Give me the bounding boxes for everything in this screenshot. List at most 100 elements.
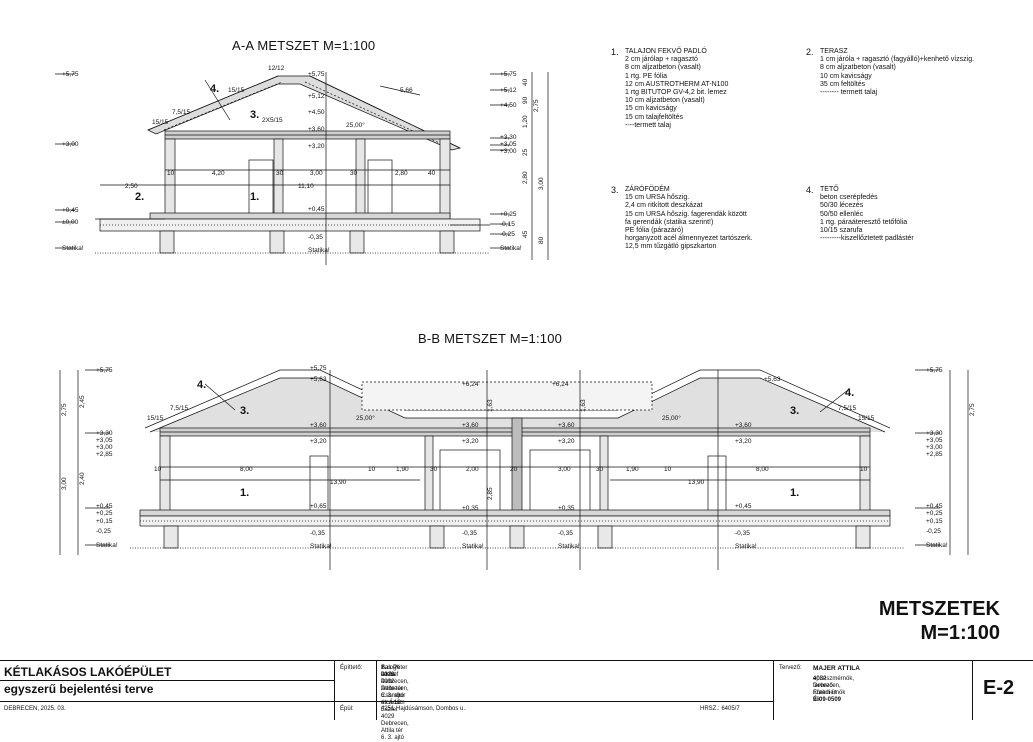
bb-dim-5: 30 bbox=[430, 466, 438, 473]
hrsz: HRSZ.: 6405/7 bbox=[700, 706, 740, 712]
aa-dim-3: 30 bbox=[276, 170, 284, 177]
bb-dim-9: 30 bbox=[596, 466, 604, 473]
note-3-line: fa gerendák (statika szerint!) bbox=[625, 218, 714, 226]
bb-level-mid-11: +3,20 bbox=[558, 438, 575, 445]
section-bb-drawing: +5,75 +3,30 +3,05 +3,00 +2,85 +0,45 +0,2… bbox=[59, 365, 976, 570]
bb-dim-4: 1,90 bbox=[396, 466, 409, 473]
aa-dim-5: 30 bbox=[350, 170, 358, 177]
aa-tag-3: 3. bbox=[250, 109, 259, 121]
bb-tag-1-left: 1. bbox=[240, 487, 249, 499]
aa-level-left-3: +0,45 bbox=[62, 207, 79, 214]
aa-tag-2: 2. bbox=[135, 191, 144, 203]
bb-level-left-4: +3,00 bbox=[96, 444, 113, 451]
bb-dim-19: 15/15 bbox=[858, 415, 875, 422]
note-1-line: 1 rtg BITUTOP GV-4,2 bit. lemez bbox=[625, 89, 727, 97]
note-2-line: TERASZ bbox=[820, 48, 848, 55]
builder-line: Balogh József 4002 Debrecen, Csombor utc… bbox=[381, 665, 409, 706]
aa-dim-4: 3,00 bbox=[310, 170, 323, 177]
site-label: Épül: bbox=[340, 706, 354, 712]
aa-dim-1: 10 bbox=[167, 170, 175, 177]
aa-dim-8: 11,10 bbox=[298, 183, 314, 190]
aa-dim-11: 15/15 bbox=[228, 87, 245, 94]
aa-level-right-4: +3,30 bbox=[500, 134, 517, 141]
aa-level-right-9: -0,25 bbox=[500, 231, 515, 238]
bb-level-left-7: +0,25 bbox=[96, 510, 113, 517]
bb-tag-3-right: 3. bbox=[790, 405, 799, 417]
aa-vdim-6: 40 bbox=[522, 78, 529, 86]
bb-vdim-1: 2,75 bbox=[61, 403, 68, 416]
aa-level-mid-3: +4,50 bbox=[308, 109, 325, 116]
builder-line: 1. lakás: bbox=[381, 665, 397, 678]
tb-divider-3 bbox=[773, 660, 774, 720]
bb-level-mid-17: +0,45 bbox=[735, 503, 752, 510]
note-3-line: PE fólia (párazáró) bbox=[625, 227, 684, 235]
bb-vdim-2: 2,45 bbox=[79, 395, 86, 408]
bb-dim-16: 7,5/15 bbox=[170, 405, 188, 412]
note-4-line: ---------kiszellőztetett padlástér bbox=[820, 235, 914, 243]
bb-level-mid-15: +0,35 bbox=[462, 505, 479, 512]
aa-level-left-4: ±0,00 bbox=[62, 219, 79, 226]
bb-level-mid-18: -0,35 bbox=[310, 530, 325, 537]
tb-divider-4 bbox=[972, 660, 973, 720]
bb-tag-4-left: 4. bbox=[197, 379, 206, 391]
bb-vdim-4: 2,40 bbox=[79, 472, 86, 485]
bb-dim-6: 2,00 bbox=[466, 466, 479, 473]
bb-level-right-9: -0,25 bbox=[926, 528, 941, 535]
bb-dim-10: 1,90 bbox=[626, 466, 639, 473]
aa-vdim-9: 80 bbox=[538, 236, 545, 244]
bb-level-mid-8: +3,60 bbox=[462, 422, 479, 429]
builder-line: Sas Péter 4029 Debrecen, Attila tér 6. 3… bbox=[381, 665, 409, 741]
aa-level-left-2: +3,00 bbox=[62, 141, 79, 148]
bb-level-right-6: +0,45 bbox=[926, 503, 943, 510]
sheet-title: METSZETEK bbox=[878, 598, 1000, 620]
aa-level-right-2: +5,12 bbox=[500, 87, 517, 94]
bb-level-mid-2: +5,63 bbox=[310, 376, 327, 383]
bb-level-mid-3: +6,24 bbox=[462, 381, 479, 388]
note-4-line: 50/50 ellenléc bbox=[820, 210, 864, 218]
note-1-line: ----termett talaj bbox=[625, 121, 671, 129]
bb-dim-15: 13,90 bbox=[688, 479, 705, 486]
aa-vdim-8: 45 bbox=[522, 230, 529, 238]
aa-level-right-6: +3,00 bbox=[500, 148, 517, 155]
builder-label: Építtető: bbox=[340, 665, 363, 671]
tb-divider-2 bbox=[376, 660, 377, 720]
bb-level-mid-19: -0,35 bbox=[462, 530, 477, 537]
bb-vdim-5: 2,75 bbox=[969, 403, 976, 416]
note-1-line: 8 cm aljzatbeton (vasalt) bbox=[625, 64, 701, 72]
bb-level-mid-16: +0,35 bbox=[558, 505, 575, 512]
bb-level-mid-5: +5,63 bbox=[764, 376, 781, 383]
aa-level-left-5: Statika! bbox=[62, 245, 84, 252]
aa-level-right-1: +5,75 bbox=[500, 71, 517, 78]
bb-level-right-8: +0,15 bbox=[926, 518, 943, 525]
note-3-line: ZÁRÓFÖDÉM bbox=[625, 186, 670, 193]
designer-line: építészmérnök, tervező szakmérnök bbox=[813, 676, 855, 696]
bb-level-mid-14: +0,65 bbox=[310, 503, 327, 510]
drawing-sheet: A-A METSZET M=1:100 B-B METSZET M=1:100 bbox=[0, 38, 1033, 741]
aa-level-mid-6: +0,45 bbox=[308, 206, 325, 213]
bb-dim-14: 13,90 bbox=[330, 479, 347, 486]
note-2-line: 10 cm kavicságy bbox=[820, 72, 872, 80]
bb-dim-1: 10 bbox=[154, 466, 162, 473]
note-3-line: horganyzott acél álmennyezet tartószerk. bbox=[625, 235, 753, 243]
aa-tag-4: 4. bbox=[210, 83, 219, 95]
bb-level-mid-13: +3,20 bbox=[735, 438, 752, 445]
aa-dim-14: 2X5/15 bbox=[262, 117, 283, 124]
bb-level-mid-12: +3,60 bbox=[735, 422, 752, 429]
aa-dim-15: 5,66 bbox=[400, 87, 413, 94]
note-1-line: 15 cm kavicságy bbox=[625, 105, 677, 113]
bb-vdim-8: 1,63 bbox=[580, 399, 587, 412]
aa-level-right-3: +4,50 bbox=[500, 102, 517, 109]
designer-name: MAJER ATTILA bbox=[813, 665, 860, 672]
bb-level-mid-4: +6,24 bbox=[552, 381, 569, 388]
aa-tag-1: 1. bbox=[250, 191, 259, 203]
aa-dim-9: 2,50 bbox=[125, 183, 138, 190]
bb-level-right-7: +0,25 bbox=[926, 510, 943, 517]
bb-dim-7: 20 bbox=[510, 466, 518, 473]
project-name: KÉTLAKÁSOS LAKÓÉPÜLET bbox=[4, 665, 172, 679]
bb-level-left-2: +3,30 bbox=[96, 430, 113, 437]
bb-dim-12: 8,00 bbox=[756, 466, 769, 473]
sheet-number: E-2 bbox=[983, 677, 1015, 699]
bb-level-mid-1: +5,75 bbox=[310, 365, 327, 372]
